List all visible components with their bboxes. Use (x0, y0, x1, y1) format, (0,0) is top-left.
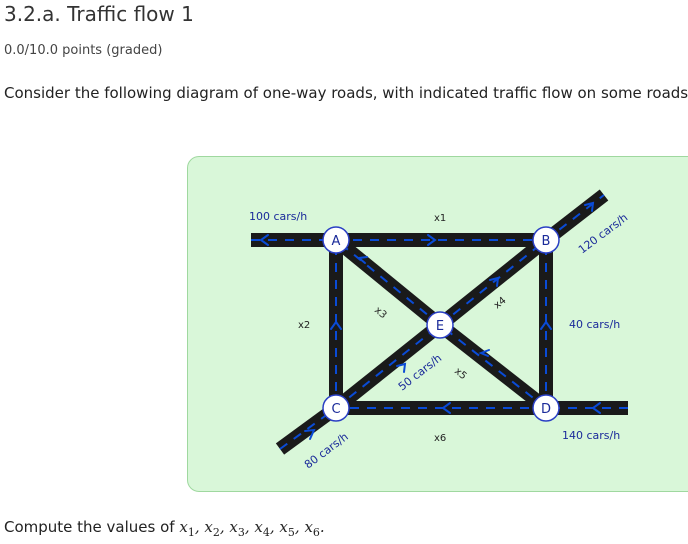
arrow-d-to-b-icon (540, 320, 552, 330)
flow-label-d-b: 40 cars/h (569, 318, 620, 331)
arrow-into-d-icon (591, 402, 601, 414)
var-label-x3: x3 (372, 305, 388, 321)
node-c-label: C (331, 402, 340, 417)
traffic-diagram: A B C D E 100 cars/h 120 cars/h 40 cars/… (249, 189, 630, 471)
arrow-e-to-b-icon (489, 276, 500, 287)
flow-label-in-a: 100 cars/h (249, 210, 307, 223)
node-d-label: D (541, 402, 551, 417)
problem-prompt: Consider the following diagram of one-wa… (4, 84, 688, 102)
traffic-diagram-panel: A B C D E 100 cars/h 120 cars/h 40 cars/… (187, 156, 688, 492)
page-title: 3.2.a. Traffic flow 1 (4, 2, 194, 26)
node-e: E (426, 311, 454, 339)
arrow-b-out-icon (584, 201, 595, 212)
arrow-c-to-e-icon (396, 362, 407, 373)
var-label-x2: x2 (298, 320, 310, 331)
var-label-x1: x1 (434, 213, 446, 224)
flow-label-in-d: 140 cars/h (562, 429, 620, 442)
arrow-into-a-icon (259, 234, 269, 246)
question-variables: x1, x2, x3, x4, x5, x6. (179, 518, 325, 539)
var-label-x6: x6 (434, 433, 446, 444)
node-b: B (532, 226, 560, 254)
node-d: D (532, 394, 560, 422)
arrow-e-to-a-icon (356, 256, 368, 264)
var-label-x4: x4 (492, 295, 508, 311)
question-prefix: Compute the values of (4, 518, 175, 536)
arrow-d-to-c-icon (441, 402, 451, 414)
arrow-into-c-icon (304, 428, 316, 440)
node-a: A (322, 226, 350, 254)
var-label-x5: x5 (452, 366, 468, 382)
question-text: Compute the values of x1, x2, x3, x4, x5… (4, 518, 325, 539)
arrow-c-to-a-icon (330, 320, 342, 330)
points-status: 0.0/10.0 points (graded) (4, 43, 163, 58)
arrow-d-to-e-icon (478, 349, 490, 357)
node-a-label: A (332, 234, 341, 249)
node-e-label: E (436, 319, 444, 334)
node-c: C (322, 394, 350, 422)
arrow-a-to-b-icon (427, 234, 437, 246)
node-b-label: B (542, 234, 551, 249)
flow-label-in-c: 80 cars/h (302, 430, 351, 471)
